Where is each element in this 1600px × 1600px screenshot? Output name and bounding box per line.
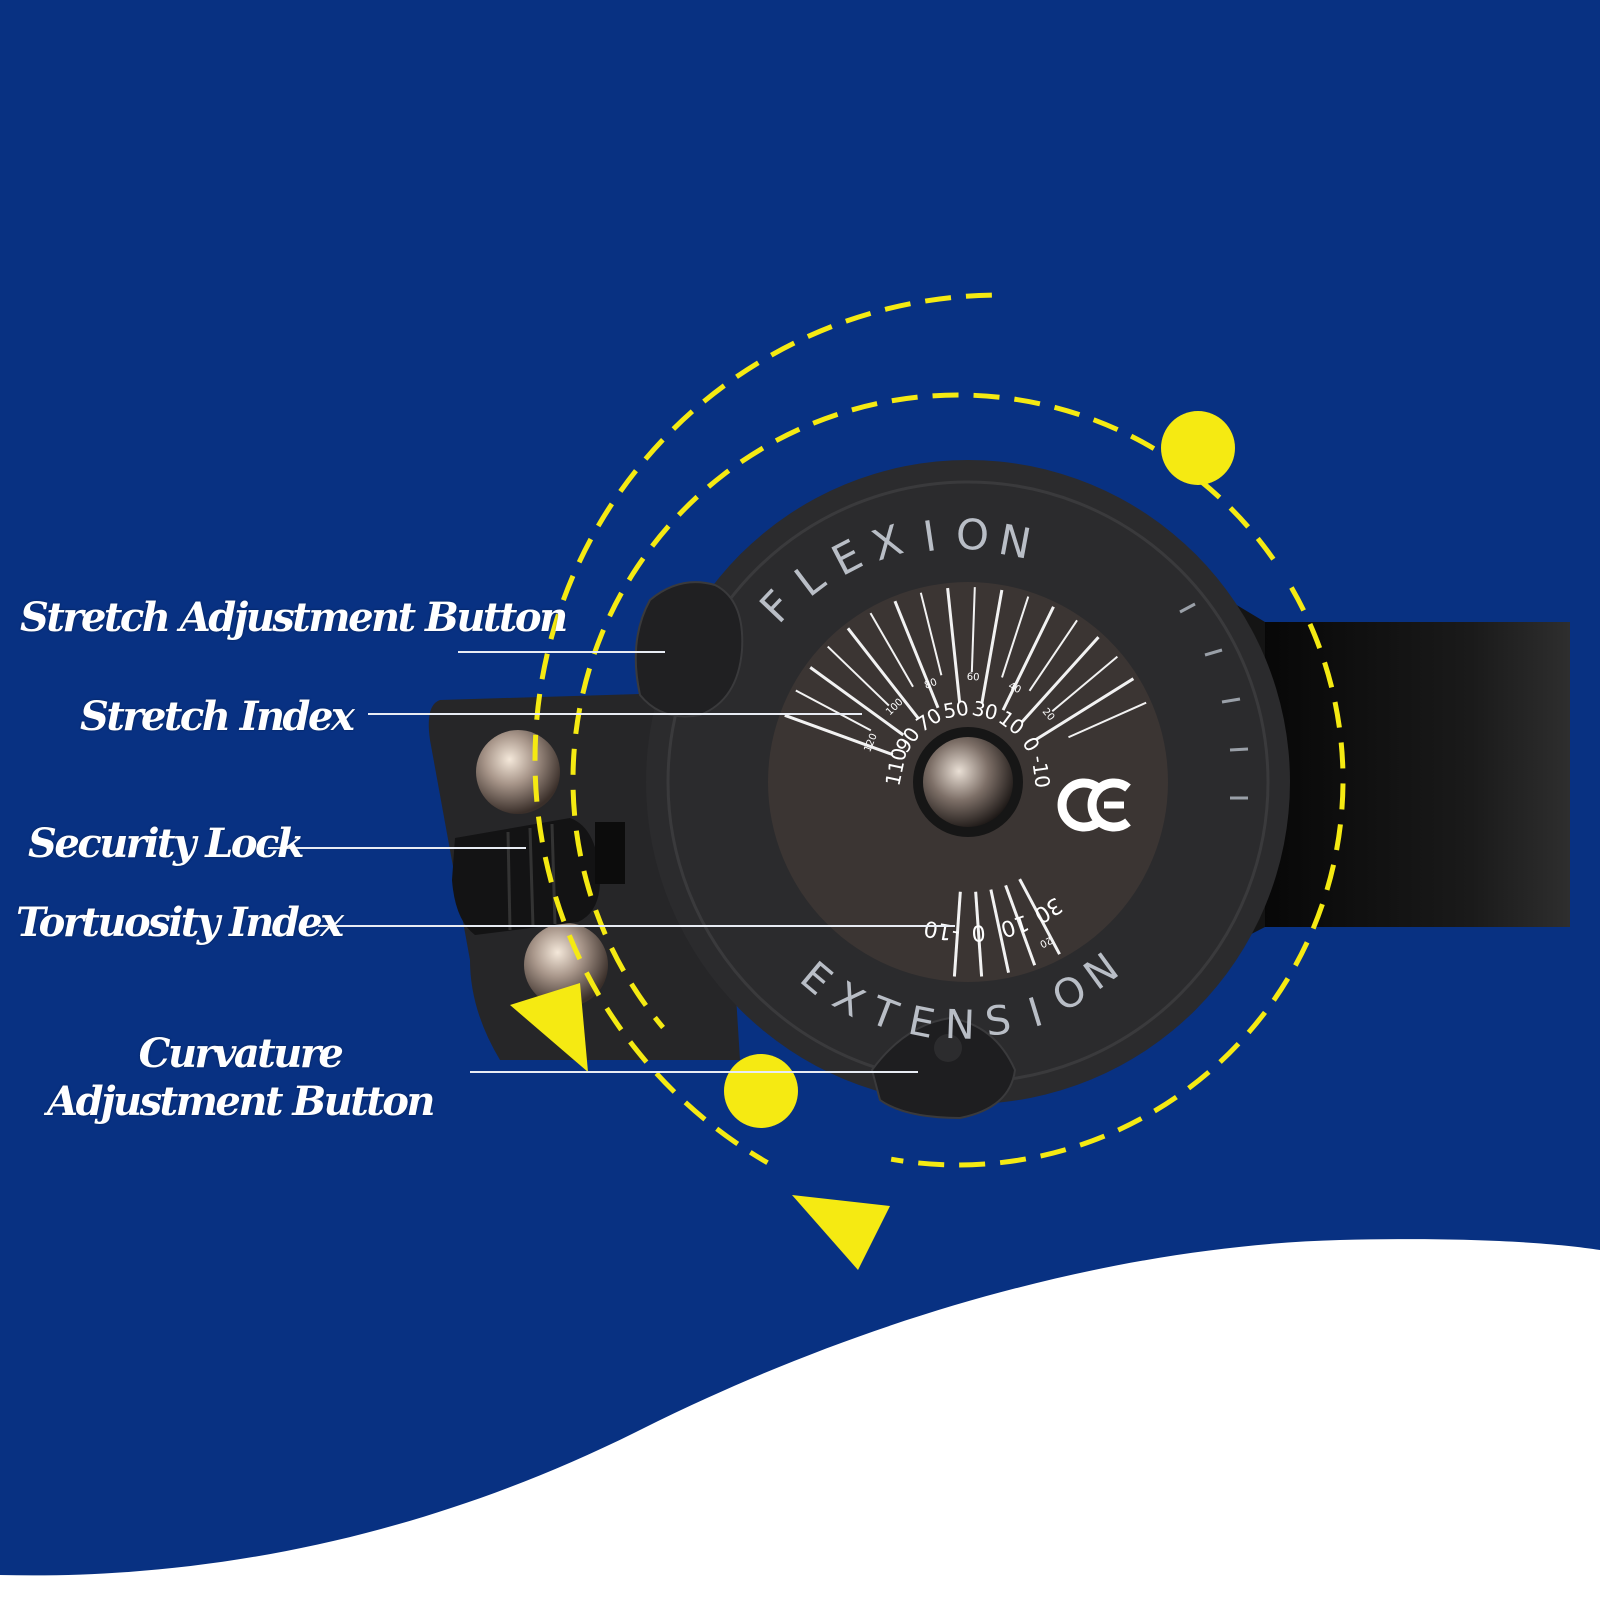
outer-rotation-path — [532, 292, 992, 1165]
callout-lines — [268, 651, 955, 1073]
flexion-scale-minor-number: 80 — [923, 677, 939, 692]
inner-rotation-path — [570, 392, 1276, 1030]
dial-tick — [846, 627, 920, 720]
dial-tick — [827, 645, 890, 707]
dial-tick — [869, 612, 914, 688]
flexion-scale-number: 50 — [941, 696, 970, 724]
dial-tick — [952, 891, 962, 977]
extension-scale-number: 0 — [971, 919, 987, 945]
white-wave — [0, 1239, 1600, 1600]
dial-tick — [1001, 596, 1030, 678]
outer-scale-ticks — [1179, 602, 1249, 800]
extension-scale-minor-number: 20 — [1038, 934, 1054, 949]
dial-tick — [1001, 606, 1055, 711]
dial-tick — [980, 589, 1004, 704]
ce-mark: CE — [1057, 778, 1131, 832]
arrow-left-triangle-icon — [792, 1195, 890, 1270]
extension-scale-number: -10 — [922, 915, 962, 946]
dial-tick — [989, 889, 1011, 974]
rotation-marker-top — [1161, 411, 1235, 485]
pivot-screw — [923, 737, 1013, 827]
dial-tick — [809, 666, 905, 737]
flexion-scale-number: 30 — [970, 696, 1000, 725]
dial-tick — [784, 713, 894, 757]
flexion-scale-minor-number: 40 — [1006, 681, 1022, 697]
dial-tick — [974, 891, 984, 977]
dial-tick — [1068, 701, 1147, 739]
flexion-scale-number: -10 — [1027, 754, 1055, 790]
callout-tortuosity-index: Tortuosity Index — [16, 899, 344, 946]
right-rotation-path — [890, 586, 1346, 1168]
curvature-adjustment-knob[interactable] — [870, 1016, 1017, 1120]
dial-tick — [893, 600, 940, 709]
plate-screw-top — [476, 730, 560, 814]
curvature-knob-dimple — [934, 1034, 962, 1062]
dial-tick — [1035, 677, 1135, 741]
rotation-marker-bottom — [724, 1054, 798, 1128]
dial-ticks — [784, 587, 1147, 977]
callout-stretch-index: Stretch Index — [80, 693, 355, 740]
dial-tick — [1020, 636, 1100, 724]
dial-tick — [1018, 878, 1061, 955]
rotation-paths — [532, 292, 1346, 1168]
arrow-down-triangle-icon — [510, 983, 588, 1072]
flexion-scale-minor-number: 60 — [966, 672, 979, 684]
dial-tick — [795, 689, 872, 732]
dial-tick — [1051, 655, 1119, 713]
dial-tick — [1004, 884, 1037, 966]
dial-tick — [1028, 619, 1078, 692]
dial-tick — [919, 592, 943, 676]
callout-curvature-adjustment-button: Curvature Adjustment Button — [47, 1030, 435, 1125]
plate-screw-bottom — [524, 923, 608, 1007]
callout-stretch-adjustment-button: Stretch Adjustment Button — [20, 594, 568, 641]
dial-tick — [946, 587, 962, 703]
dial-tick — [970, 587, 976, 673]
callout-security-lock: Security Lock — [28, 820, 305, 867]
stretch-adjustment-knob[interactable] — [634, 581, 744, 718]
brace-strap — [1240, 622, 1570, 927]
